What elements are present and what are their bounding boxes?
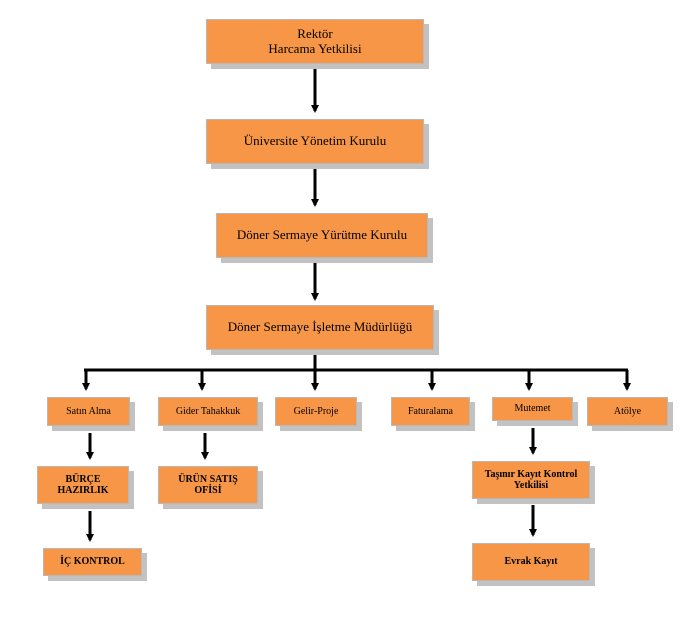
- node-faturalama-label: Faturalama: [408, 405, 453, 417]
- node-ic-kontrol: İÇ KONTROL: [43, 548, 142, 576]
- node-doner-sermaye-isletme-mudurlugu: Döner Sermaye İşletme Müdürlüğü: [206, 305, 434, 350]
- node-mutemet-label: Mutemet: [514, 403, 551, 415]
- node-doner-sermaye-isletme-mudurlugu-label: Döner Sermaye İşletme Müdürlüğü: [227, 319, 413, 335]
- node-evrak-kayit: Evrak Kayıt: [472, 543, 590, 581]
- node-urun-satis-ofisi-label: ÜRÜN SATIŞ OFİSİ: [178, 473, 238, 497]
- node-atolye-label: Atölye: [613, 405, 642, 417]
- node-rektor: Rektör Harcama Yetkilisi: [206, 19, 424, 64]
- node-faturalama: Faturalama: [391, 397, 470, 426]
- node-satin-alma: Satın Alma: [47, 397, 130, 426]
- node-burce-hazirlik-label: BÜRÇE HAZIRLIK: [57, 473, 109, 497]
- node-rektor-label: Rektör Harcama Yetkilisi: [268, 25, 362, 56]
- node-gider-tahakkuk: Gider Tahakkuk: [158, 397, 258, 426]
- node-gelir-proje-label: Gelir-Proje: [293, 405, 339, 417]
- node-mutemet: Mutemet: [492, 397, 573, 421]
- node-gider-tahakkuk-label: Gider Tahakkuk: [175, 405, 241, 417]
- node-tasinir-kayit-kontrol: Taşınır Kayıt Kontrol Yetkilisi: [472, 461, 590, 499]
- node-satin-alma-label: Satın Alma: [66, 405, 111, 417]
- node-atolye: Atölye: [587, 397, 668, 426]
- node-evrak-kayit-label: Evrak Kayıt: [504, 556, 558, 568]
- node-universite-yonetim-kurulu-label: Üniversite Yönetim Kurulu: [243, 133, 387, 149]
- node-doner-sermaye-yurutme-kurulu: Döner Sermaye Yürütme Kurulu: [216, 213, 428, 258]
- node-universite-yonetim-kurulu: Üniversite Yönetim Kurulu: [206, 119, 424, 164]
- node-gelir-proje: Gelir-Proje: [275, 397, 357, 426]
- node-burce-hazirlik: BÜRÇE HAZIRLIK: [37, 466, 129, 504]
- node-tasinir-kayit-kontrol-label: Taşınır Kayıt Kontrol Yetkilisi: [484, 468, 578, 492]
- node-doner-sermaye-yurutme-kurulu-label: Döner Sermaye Yürütme Kurulu: [236, 227, 408, 243]
- node-urun-satis-ofisi: ÜRÜN SATIŞ OFİSİ: [158, 466, 258, 504]
- node-ic-kontrol-label: İÇ KONTROL: [60, 556, 125, 568]
